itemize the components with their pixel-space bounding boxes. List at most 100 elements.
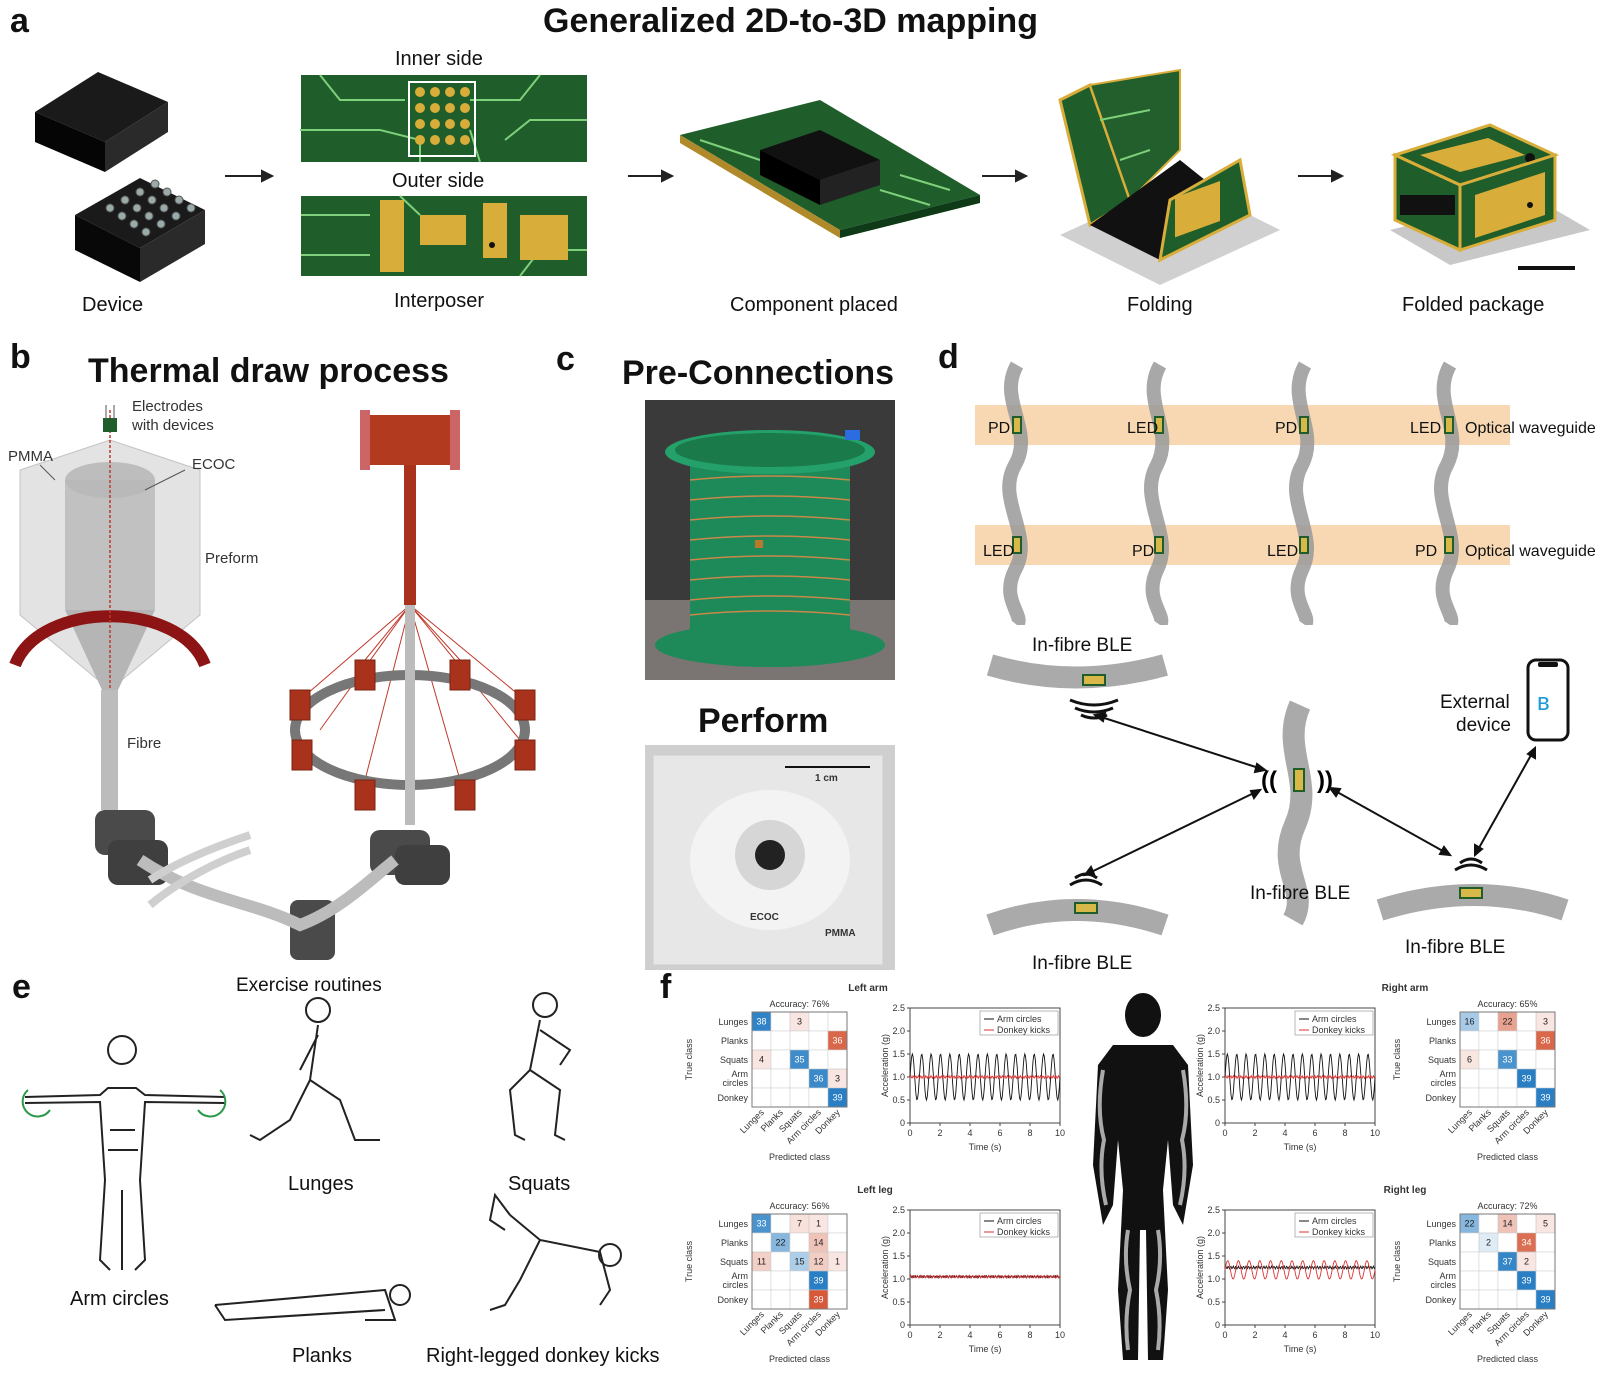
cm-cell-value: 16 <box>1464 1017 1474 1027</box>
cm-cell <box>770 1049 791 1070</box>
panel-f-letter: f <box>660 968 672 1006</box>
cm-cell-value: 14 <box>1502 1219 1512 1229</box>
human-silhouette <box>1093 993 1193 1360</box>
row2-label-2: PD <box>1132 543 1155 560</box>
block-title: Right leg <box>1384 1185 1427 1196</box>
cm-cell <box>789 1289 810 1310</box>
cm-cell <box>1516 1030 1537 1051</box>
donkey-kicks-figure <box>488 1192 622 1311</box>
cm-cell <box>808 1011 829 1032</box>
cm-cell <box>1497 1289 1518 1310</box>
cm-cell <box>1497 1087 1518 1108</box>
f-block-title-3: Right leg <box>1384 1185 1427 1196</box>
cm-cell-value: 14 <box>813 1238 823 1248</box>
label-preform: Preform <box>205 550 259 567</box>
x-tick-label: 6 <box>997 1128 1002 1138</box>
external-label-1: External <box>1440 692 1510 713</box>
f-block-title-2: Left leg <box>857 1185 893 1196</box>
cm-cell <box>827 1289 848 1310</box>
x-tick-label: 6 <box>1312 1128 1317 1138</box>
x-tick-label: 8 <box>1027 1128 1032 1138</box>
cm-cell <box>808 1049 829 1070</box>
cm-cell <box>751 1068 772 1089</box>
panel-b-letter: b <box>10 338 31 376</box>
cm-cell-value: 35 <box>794 1055 804 1065</box>
series-donkey-kicks <box>1224 1074 1376 1080</box>
cm-cell <box>1497 1270 1518 1291</box>
cm-cell <box>1497 1068 1518 1089</box>
cm-cell <box>1459 1087 1480 1108</box>
y-tick-label: 2.5 <box>892 1003 905 1013</box>
row2-label-1: LED <box>983 543 1015 560</box>
preform-photo <box>645 745 895 970</box>
x-tick-label: 8 <box>1027 1330 1032 1340</box>
cm-row-label: Lunges <box>718 1017 748 1027</box>
svg-text:ʙ: ʙ <box>1537 689 1550 716</box>
cm-cell <box>1535 1251 1556 1272</box>
cm-cell-value: 36 <box>1540 1036 1550 1046</box>
cm-cell <box>1516 1289 1537 1310</box>
panel-a-title: Generalized 2D-to-3D mapping <box>543 2 1038 40</box>
row1-label-1: PD <box>988 420 1011 437</box>
label-exercise-routines: Exercise routines <box>236 975 382 996</box>
plot-frame <box>909 1209 1061 1326</box>
lunges-figure <box>249 997 380 1142</box>
predicted-class-label: Predicted class <box>1477 1354 1539 1364</box>
cm-cell-value: 2 <box>1486 1238 1491 1248</box>
block-title: Left leg <box>857 1185 893 1196</box>
cm-cell <box>827 1049 848 1070</box>
series-arm-circles <box>1224 1264 1376 1271</box>
x-tick-label: 0 <box>1222 1330 1227 1340</box>
cm-row-label: Arm <box>732 1069 749 1079</box>
y-tick-label: 2.0 <box>892 1228 905 1238</box>
x-tick-label: 4 <box>1282 1128 1287 1138</box>
cm-cell <box>808 1087 829 1108</box>
cm-cell <box>1516 1087 1537 1108</box>
cm-cell-value: 6 <box>1467 1055 1472 1065</box>
series-donkey-kicks <box>909 1274 1061 1279</box>
folding-icon <box>1058 68 1280 285</box>
cm-cell <box>1535 1068 1556 1089</box>
cm-cell <box>770 1030 791 1051</box>
cm-row-label: circles <box>1430 1078 1456 1088</box>
label-planks: Planks <box>292 1345 353 1367</box>
cm-row-label: Arm <box>1440 1271 1457 1281</box>
cm-cell <box>1459 1289 1480 1310</box>
cm-cell-value: 12 <box>813 1257 823 1267</box>
legend-entry-1: Donkey kicks <box>997 1227 1051 1237</box>
cm-cell <box>789 1232 810 1253</box>
panel-a-illustration <box>35 68 1590 285</box>
cm-cell <box>1478 1068 1499 1089</box>
label-folded-package: Folded package <box>1402 294 1545 316</box>
legend-entry-1: Donkey kicks <box>1312 1025 1366 1035</box>
cm-cell <box>1497 1232 1518 1253</box>
cm-row-label: Arm <box>732 1271 749 1281</box>
y-tick-label: 0.5 <box>1207 1095 1220 1105</box>
cm-row-label: Squats <box>1428 1055 1457 1065</box>
y-tick-label: 2.0 <box>1207 1228 1220 1238</box>
block-title: Left arm <box>848 983 888 994</box>
cm-frame <box>751 1213 848 1310</box>
panel-e-letter: e <box>12 968 31 1006</box>
panel-c-letter: c <box>556 340 575 378</box>
y-tick-label: 0 <box>1215 1320 1220 1330</box>
cm-cell-value: 22 <box>1502 1017 1512 1027</box>
y-tick-label: 2.5 <box>1207 1003 1220 1013</box>
cm-cell <box>1459 1270 1480 1291</box>
pre-connections-photo <box>645 400 895 680</box>
cm-row-label: Squats <box>720 1055 749 1065</box>
ble-label-bottom-left: In-fibre BLE <box>1032 953 1133 974</box>
predicted-class-label: Predicted class <box>1477 1152 1539 1162</box>
label-inner-side: Inner side <box>395 48 483 70</box>
exercise-figures <box>21 992 622 1322</box>
x-tick-label: 2 <box>937 1128 942 1138</box>
cm-cell <box>770 1251 791 1272</box>
y-tick-label: 2.0 <box>1207 1026 1220 1036</box>
cm-cell <box>770 1068 791 1089</box>
cm-row-label: Planks <box>1429 1036 1457 1046</box>
device-bottom-icon <box>75 178 205 282</box>
cm-row-label: Lunges <box>1426 1219 1456 1229</box>
cm-cell <box>1478 1011 1499 1032</box>
